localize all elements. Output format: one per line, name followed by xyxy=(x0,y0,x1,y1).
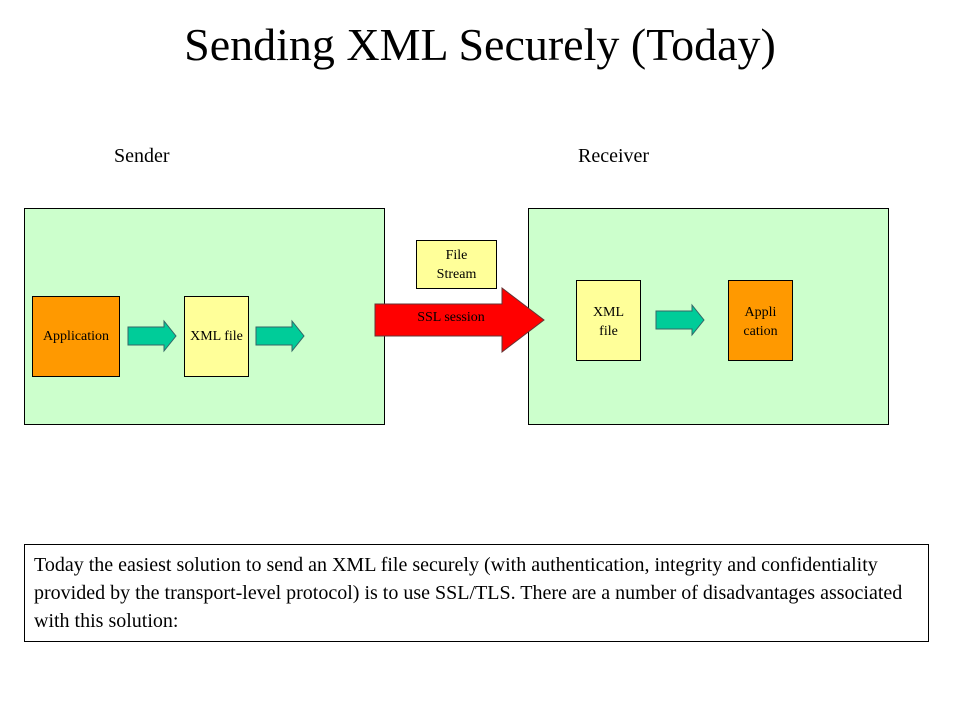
sender-xml-file-label: XML file xyxy=(190,329,243,344)
sender-application-box: Application xyxy=(32,296,120,377)
receiver-label: Receiver xyxy=(578,145,650,167)
arrow-file-to-app-receiver xyxy=(655,303,705,337)
sender-label: Sender xyxy=(114,145,170,167)
receiver-xml-file-box: XML file xyxy=(576,280,641,361)
receiver-xml-line1: XML xyxy=(592,305,625,320)
receiver-app-line1: Appli xyxy=(744,305,777,320)
receiver-xml-line2: file xyxy=(599,324,618,339)
receiver-app-line2: cation xyxy=(743,324,778,339)
description-textbox: Today the easiest solution to send an XM… xyxy=(24,544,929,642)
receiver-application-box: Appli cation xyxy=(728,280,793,361)
file-stream-line1: File xyxy=(445,247,468,263)
ssl-session-arrow xyxy=(374,286,545,354)
arrow-file-to-ssl xyxy=(255,319,305,353)
slide-title: Sending XML Securely (Today) xyxy=(184,19,776,70)
ssl-session-label: SSL session xyxy=(417,310,485,325)
arrow-app-to-file xyxy=(127,319,177,353)
file-stream-box: File Stream xyxy=(416,240,497,289)
sender-application-label: Application xyxy=(42,329,110,344)
file-stream-line2: Stream xyxy=(436,266,477,282)
sender-xml-file-box: XML file xyxy=(184,296,249,377)
